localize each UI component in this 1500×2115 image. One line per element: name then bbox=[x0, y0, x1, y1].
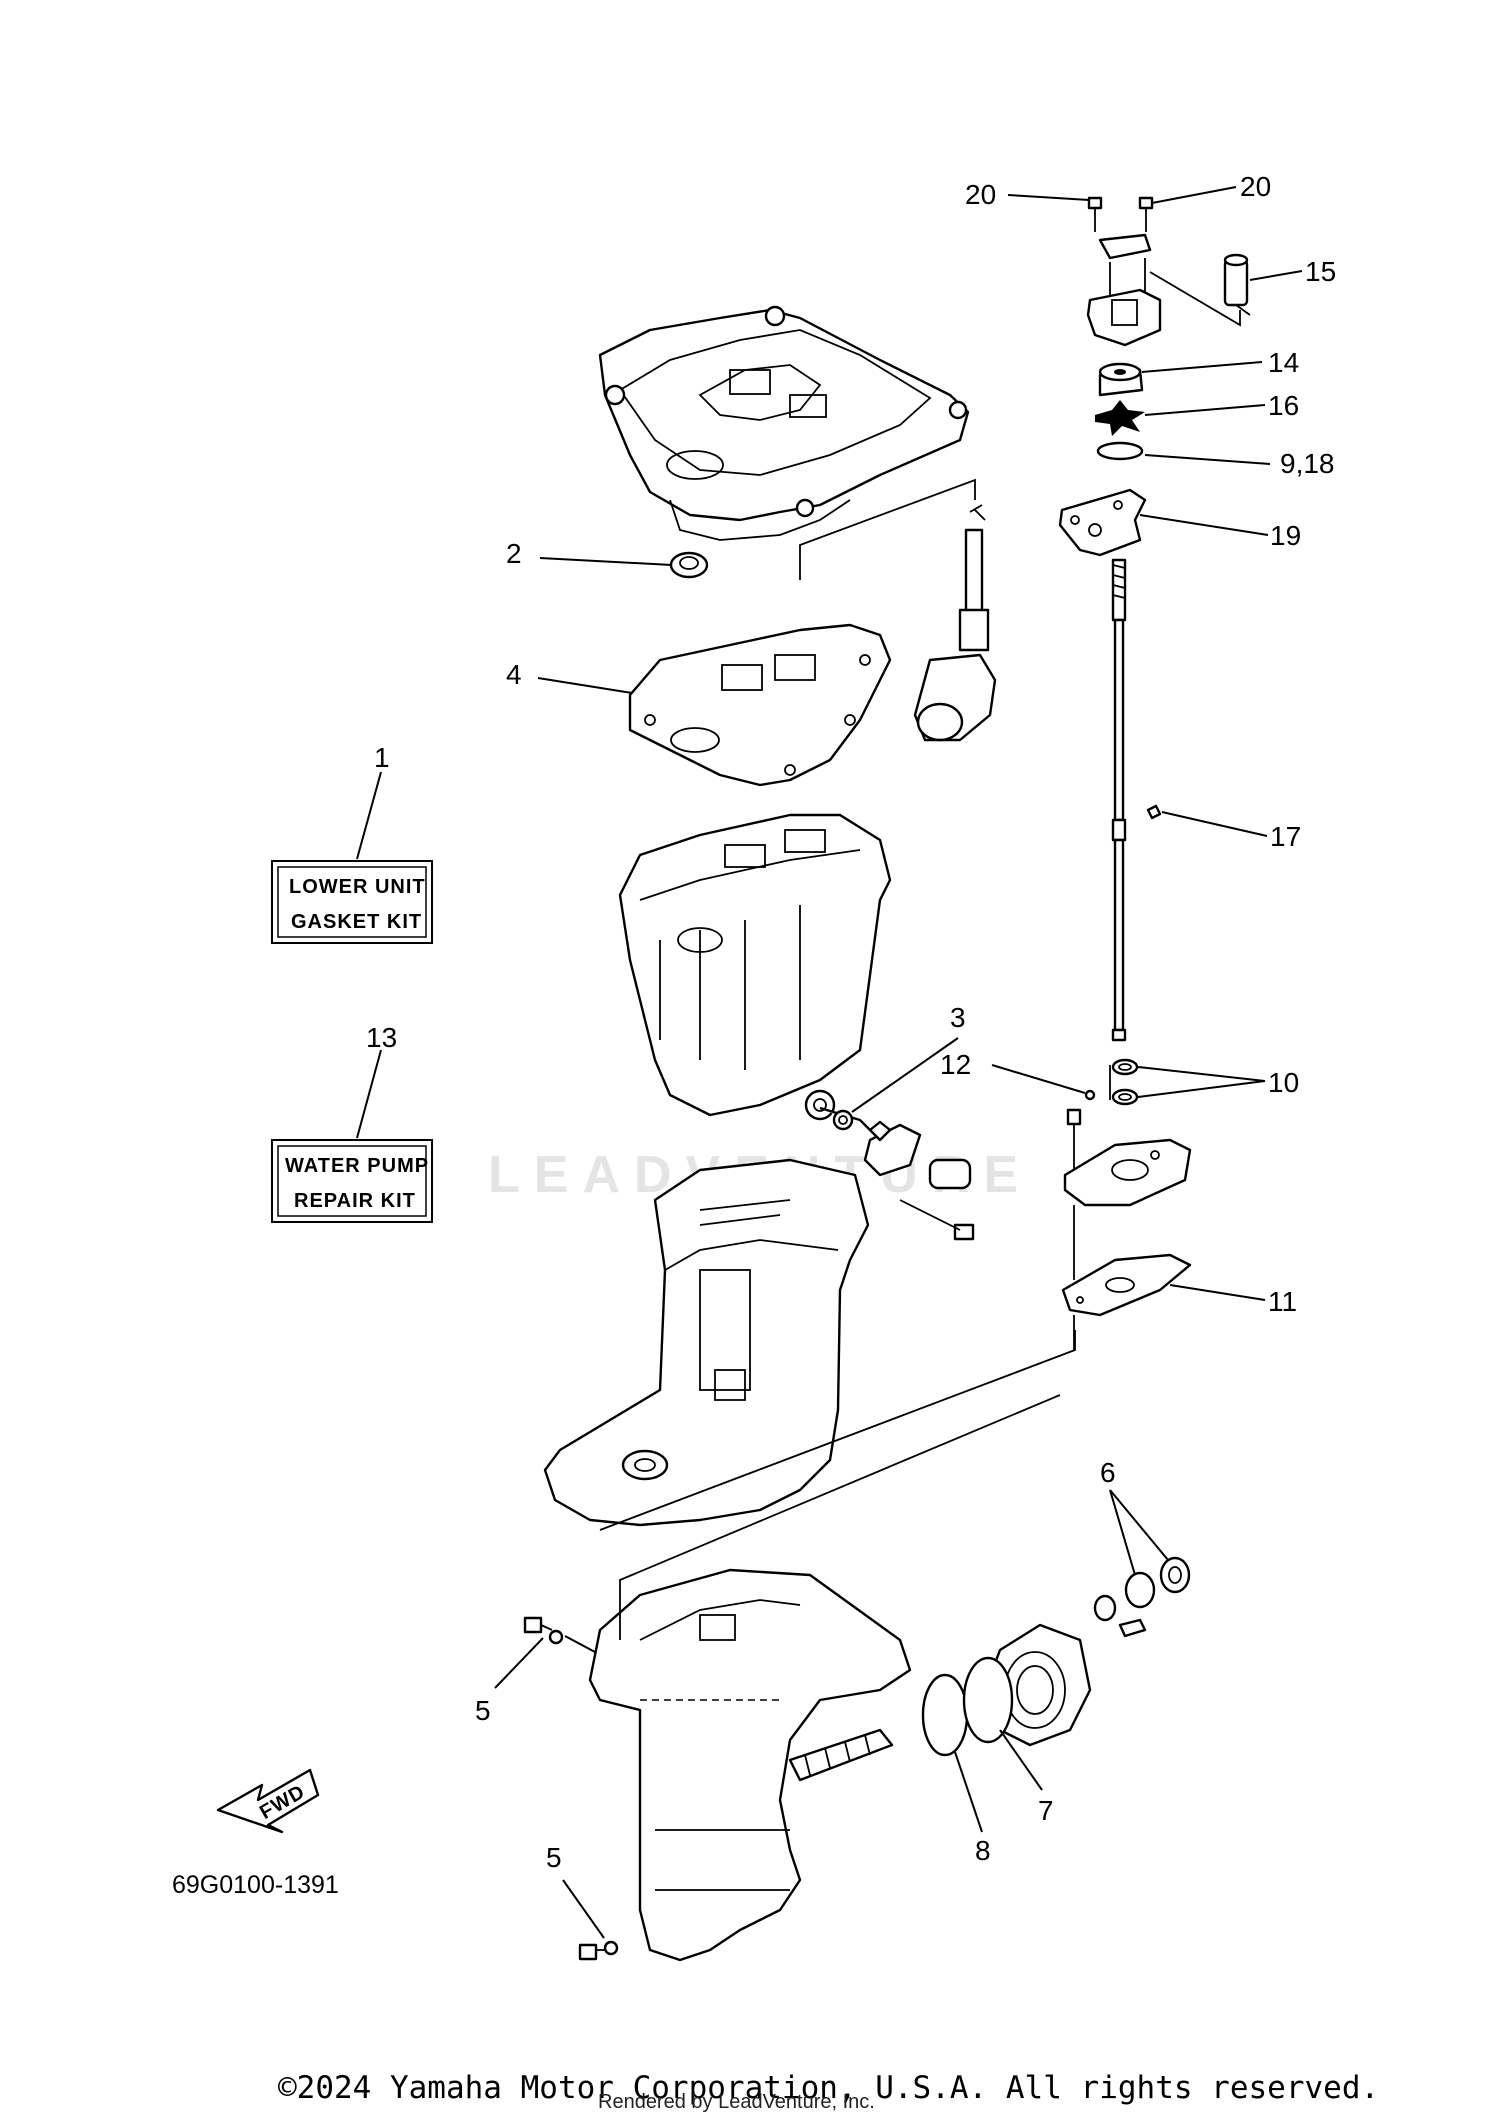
washer-part-3[interactable] bbox=[832, 1109, 854, 1131]
insert-cartridge-part-14[interactable] bbox=[1098, 362, 1144, 397]
plate-and-bolts[interactable] bbox=[863, 1120, 975, 1241]
pump-case-lower-part[interactable] bbox=[1063, 1108, 1192, 1207]
callout-5-upper: 5 bbox=[475, 1695, 491, 1726]
bearing-parts-10[interactable] bbox=[1109, 1058, 1139, 1106]
callout-6: 6 bbox=[1100, 1457, 1116, 1488]
drawing-code: 69G0100-1391 bbox=[172, 1871, 339, 1899]
gasket-part-4[interactable] bbox=[628, 623, 892, 787]
callout-14: 14 bbox=[1268, 347, 1299, 378]
bearing-parts-6[interactable] bbox=[1093, 1556, 1191, 1638]
lower-case-part[interactable] bbox=[588, 1568, 912, 1962]
gasket-kit-line2: GASKET KIT bbox=[291, 911, 422, 933]
pump-tube-part-15[interactable] bbox=[1223, 253, 1251, 316]
water-pump-repair-kit-label: WATER PUMP REPAIR KIT bbox=[271, 1139, 433, 1223]
pin-part-12[interactable] bbox=[1084, 1089, 1096, 1101]
callout-1: 1 bbox=[374, 742, 390, 773]
fwd-arrow-icon: FWD bbox=[216, 1768, 320, 1834]
pump-tube-line bbox=[1149, 271, 1241, 327]
pump-kit-line2: REPAIR KIT bbox=[294, 1190, 416, 1212]
gasket-part-9-18[interactable] bbox=[1096, 441, 1144, 461]
seal-part-2[interactable] bbox=[669, 551, 709, 579]
drive-shaft-part[interactable] bbox=[1111, 558, 1127, 1042]
callout-16: 16 bbox=[1268, 390, 1299, 421]
callout-13: 13 bbox=[366, 1022, 397, 1053]
callout-11: 11 bbox=[1268, 1286, 1297, 1317]
lower-unit-gasket-kit-label: LOWER UNIT GASKET KIT bbox=[271, 860, 433, 944]
callout-12: 12 bbox=[940, 1049, 971, 1080]
callout-8: 8 bbox=[975, 1835, 991, 1866]
connector-line-upper bbox=[799, 478, 976, 580]
copyright-notice: ©2024 Yamaha Motor Corporation, U.S.A. A… bbox=[278, 2070, 1379, 2106]
gasket-kit-line1: LOWER UNIT bbox=[289, 876, 426, 898]
pump-bolts-20[interactable] bbox=[1087, 196, 1154, 232]
leader-lines bbox=[356, 186, 1303, 1939]
callout-3: 3 bbox=[950, 1002, 966, 1033]
gasket-part-11[interactable] bbox=[1061, 1253, 1192, 1317]
callout-17: 17 bbox=[1270, 821, 1301, 852]
callout-10: 10 bbox=[1268, 1067, 1299, 1098]
outer-plate-part-19[interactable] bbox=[1058, 488, 1147, 557]
rendered-by-credit: Rendered by LeadVenture, Inc. bbox=[598, 2091, 875, 2113]
callout-7: 7 bbox=[1038, 1795, 1054, 1826]
connector-line-lower bbox=[619, 1394, 1061, 1640]
upper-casing-part[interactable] bbox=[598, 305, 970, 541]
callout-20-left: 20 bbox=[965, 179, 996, 210]
upper-case-part[interactable] bbox=[618, 813, 892, 1131]
callout-19: 19 bbox=[1270, 520, 1301, 551]
clip-part-17[interactable] bbox=[1146, 804, 1162, 820]
bolt-part-5-lower[interactable] bbox=[578, 1940, 619, 1961]
callout-5-lower: 5 bbox=[546, 1842, 562, 1873]
o-ring-part-8[interactable] bbox=[921, 1673, 969, 1757]
o-ring-part-7[interactable] bbox=[962, 1656, 1014, 1744]
driveshaft-housing-part[interactable] bbox=[543, 1158, 870, 1527]
impeller-part-16[interactable] bbox=[1095, 400, 1145, 436]
pump-housing-part[interactable] bbox=[1086, 233, 1162, 347]
callout-15: 15 bbox=[1305, 256, 1336, 287]
pump-kit-line1: WATER PUMP bbox=[285, 1155, 429, 1177]
bolt-part-5-upper[interactable] bbox=[523, 1616, 564, 1645]
callout-2: 2 bbox=[506, 538, 522, 569]
callout-9-18: 9,18 bbox=[1280, 448, 1335, 479]
connector-line-mid bbox=[599, 1330, 1076, 1531]
oil-strainer-part[interactable] bbox=[913, 504, 997, 742]
callout-4: 4 bbox=[506, 659, 522, 690]
callout-20-right: 20 bbox=[1240, 171, 1271, 202]
